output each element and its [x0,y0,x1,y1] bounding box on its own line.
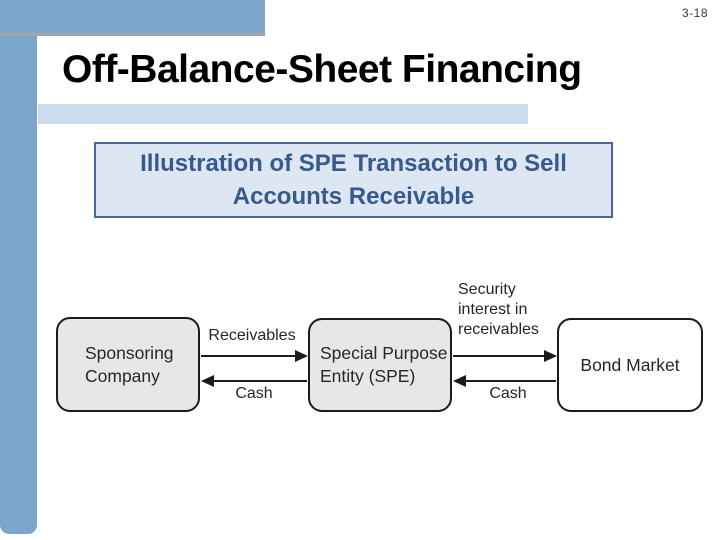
subtitle-line-1: Illustration of SPE Transaction to Sell [140,150,567,177]
arrow-receivables-head-icon [295,350,308,362]
arrow-receivables-shaft [201,355,296,357]
node-label-bond-market: Bond Market [580,354,680,375]
edge-label-security-interest: Security interest in receivables [458,281,539,338]
page-title: Off-Balance-Sheet Financing [62,48,582,91]
edge-label-receivables: Receivables [208,327,296,344]
top-accent-block [0,0,265,33]
top-accent-underline [0,33,265,36]
edge-label-cash-2: Cash [489,385,527,402]
left-accent-band [0,0,37,534]
edge-label-cash-1: Cash [235,385,273,402]
diagram-node-special-purpose-entity: Special Purpose Entity (SPE) [308,318,452,412]
node-label-special-purpose-entity: Special Purpose Entity (SPE) [320,343,448,386]
subtitle-box: Illustration of SPE Transaction to Sell … [94,142,613,218]
subtitle-line-2: Accounts Receivable [232,183,475,210]
diagram-node-sponsoring-company: Sponsoring Company [56,317,200,412]
arrow-cash-2-shaft [465,380,556,382]
arrow-cash-2-head-icon [453,375,466,387]
node-label-sponsoring-company: Sponsoring Company [85,342,174,386]
page-number: 3-18 [681,6,708,20]
arrow-cash-1-head-icon [201,375,214,387]
arrow-security-interest-shaft [453,355,545,357]
diagram-node-bond-market: Bond Market [557,318,703,412]
arrow-security-interest-head-icon [544,350,557,362]
title-accent-bar [38,104,528,124]
arrow-cash-1-shaft [213,380,307,382]
